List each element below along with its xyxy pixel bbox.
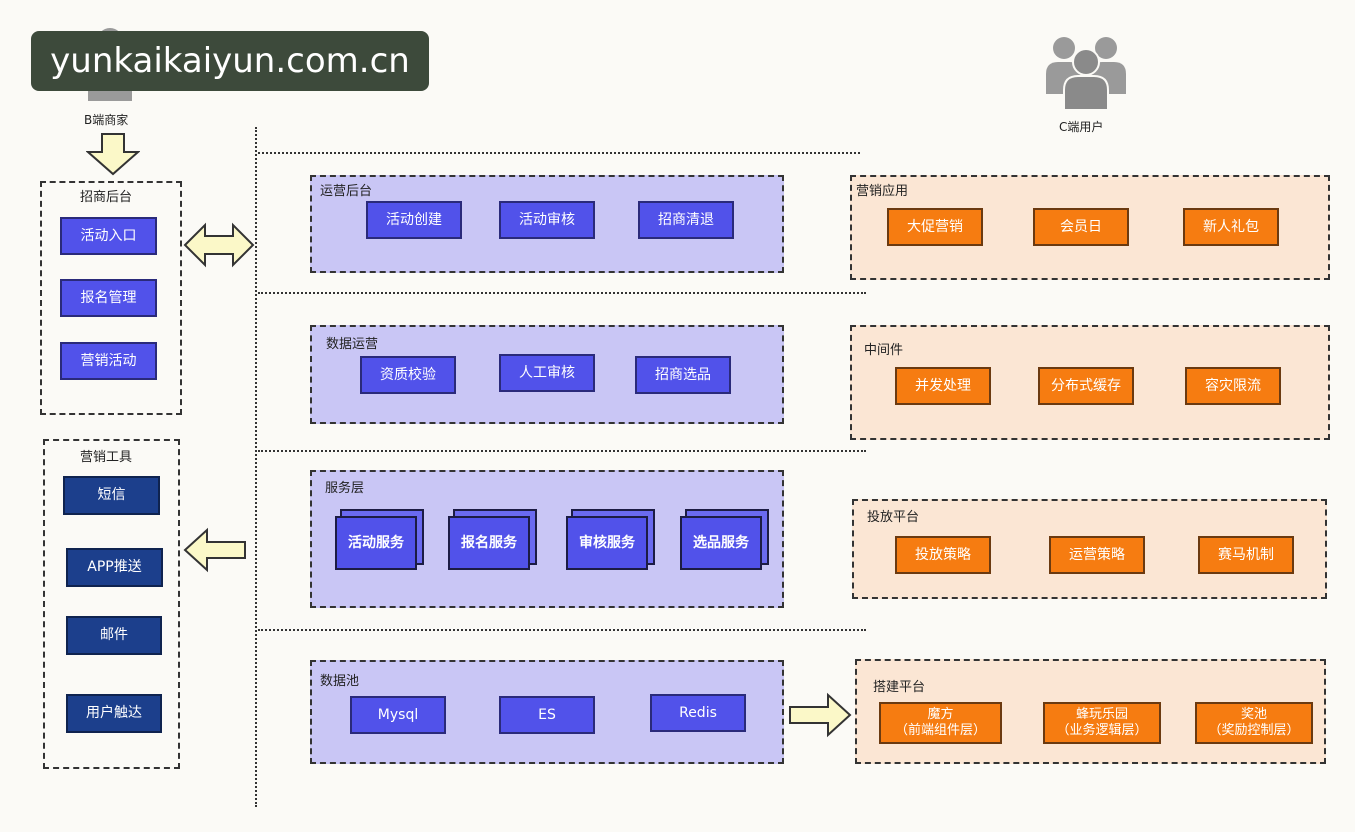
merchant-backend-title: 招商后台 — [80, 190, 133, 205]
manual-review-button[interactable]: 人工审核 — [499, 354, 595, 392]
arrow-down-icon — [86, 133, 140, 176]
marketing-tools-panel — [43, 439, 180, 769]
email-button[interactable]: 邮件 — [66, 616, 162, 655]
rubik-button[interactable]: 魔方 （前端组件层） — [879, 702, 1002, 744]
selection-service-button[interactable]: 选品服务 — [680, 516, 762, 570]
activity-entry-button[interactable]: 活动入口 — [60, 217, 157, 255]
arrow-both-icon — [183, 222, 255, 268]
qualification-check-button[interactable]: 资质校验 — [360, 356, 456, 394]
distributed-cache-button[interactable]: 分布式缓存 — [1038, 367, 1134, 405]
bee-park-button[interactable]: 蜂玩乐园 （业务逻辑层） — [1043, 702, 1161, 744]
divider-line — [258, 450, 866, 452]
divider-line — [258, 629, 866, 631]
delivery-platform-title: 投放平台 — [867, 510, 920, 525]
data-pool-title: 数据池 — [320, 674, 360, 689]
watermark: yunkaikaiyun.com.cn — [31, 31, 429, 91]
divider-line — [258, 152, 860, 154]
prize-pool-label: 奖池 — [1240, 707, 1267, 723]
bee-park-sublabel: （业务逻辑层） — [1056, 723, 1148, 738]
rubik-sublabel: （前端组件层） — [894, 723, 986, 738]
merchant-clearance-button[interactable]: 招商清退 — [638, 201, 734, 239]
horse-race-button[interactable]: 赛马机制 — [1198, 536, 1294, 574]
prize-pool-sublabel: （奖励控制层） — [1208, 723, 1300, 738]
member-day-button[interactable]: 会员日 — [1033, 208, 1129, 246]
redis-button[interactable]: Redis — [650, 694, 746, 732]
big-promo-button[interactable]: 大促营销 — [887, 208, 983, 246]
activity-review-button[interactable]: 活动审核 — [499, 201, 595, 239]
activity-service-button[interactable]: 活动服务 — [335, 516, 417, 570]
merchant-backend-panel — [40, 181, 182, 415]
signup-management-button[interactable]: 报名管理 — [60, 279, 157, 317]
mysql-button[interactable]: Mysql — [350, 696, 446, 734]
marketing-tools-title: 营销工具 — [80, 450, 133, 465]
rubik-label: 魔方 — [927, 707, 954, 723]
middleware-title: 中间件 — [864, 343, 904, 358]
user-reach-button[interactable]: 用户触达 — [66, 694, 162, 733]
sms-button[interactable]: 短信 — [63, 476, 160, 515]
marketing-app-title: 营销应用 — [856, 184, 909, 199]
newcomer-gift-button[interactable]: 新人礼包 — [1183, 208, 1279, 246]
merchant-selection-button[interactable]: 招商选品 — [635, 356, 731, 394]
data-ops-title: 数据运营 — [326, 337, 379, 352]
marketing-activity-button[interactable]: 营销活动 — [60, 342, 157, 380]
app-push-button[interactable]: APP推送 — [66, 548, 163, 587]
delivery-strategy-button[interactable]: 投放策略 — [895, 536, 991, 574]
arrow-right-icon — [789, 692, 852, 738]
c-user-label: C端用户 — [1059, 120, 1104, 134]
build-platform-title: 搭建平台 — [873, 680, 926, 695]
user-group-icon — [1046, 37, 1126, 110]
prize-pool-button[interactable]: 奖池 （奖励控制层） — [1195, 702, 1313, 744]
signup-service-button[interactable]: 报名服务 — [448, 516, 530, 570]
arrow-left-icon — [183, 527, 246, 573]
service-layer-title: 服务层 — [325, 481, 365, 496]
review-service-button[interactable]: 审核服务 — [566, 516, 648, 570]
ops-backend-title: 运营后台 — [320, 184, 373, 199]
ops-strategy-button[interactable]: 运营策略 — [1049, 536, 1145, 574]
divider-line — [258, 292, 866, 294]
vertical-divider — [255, 127, 257, 807]
activity-create-button[interactable]: 活动创建 — [366, 201, 462, 239]
disaster-limiting-button[interactable]: 容灾限流 — [1185, 367, 1281, 405]
concurrency-button[interactable]: 并发处理 — [895, 367, 991, 405]
b-user-label: B端商家 — [84, 113, 129, 127]
bee-park-label: 蜂玩乐园 — [1075, 707, 1128, 723]
es-button[interactable]: ES — [499, 696, 595, 734]
